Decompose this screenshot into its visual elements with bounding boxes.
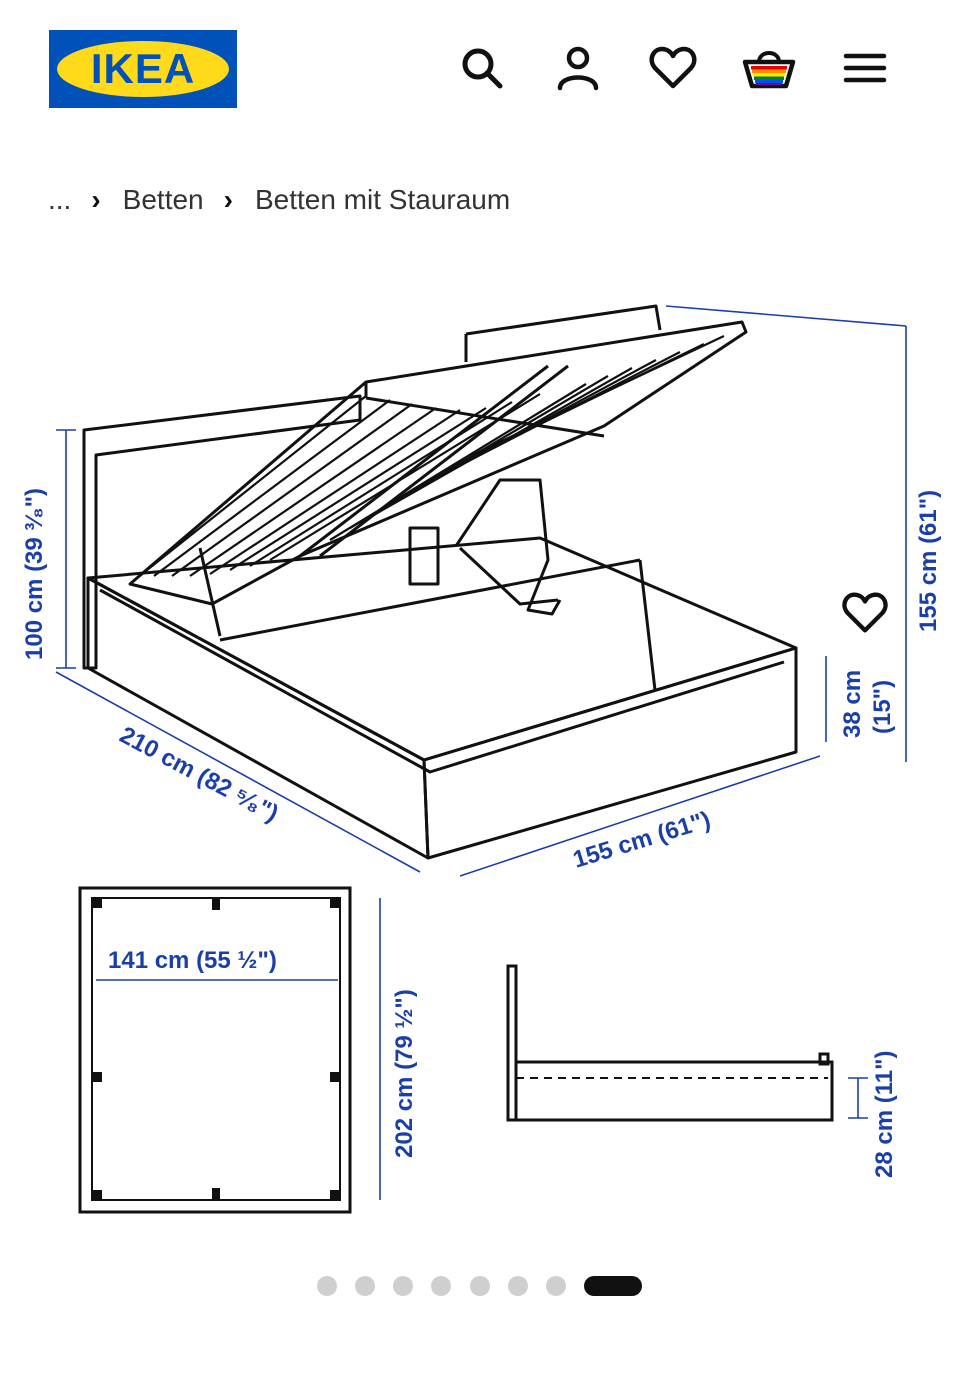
gallery-dot-4[interactable]	[431, 1276, 451, 1296]
dim-open-height: 155 cm (61")	[915, 490, 942, 632]
gallery-dot-5[interactable]	[470, 1276, 490, 1296]
basket-icon[interactable]	[741, 40, 797, 96]
logo-text: IKEA	[90, 45, 196, 92]
search-icon[interactable]	[454, 40, 510, 96]
gallery-dot-1[interactable]	[317, 1276, 337, 1296]
gallery-dot-8-active[interactable]	[584, 1276, 642, 1296]
menu-icon[interactable]	[837, 40, 893, 96]
bed-dimension-drawing: 100 cm (39 ³⁄₈") 210 cm (82 ⁵⁄₈") 155 cm…	[21, 304, 942, 1214]
gallery-dot-7[interactable]	[546, 1276, 566, 1296]
dim-frame-height-cm: 38 cm	[839, 670, 866, 738]
dim-width: 155 cm (61")	[570, 806, 714, 873]
dim-length: 210 cm (82 ⁵⁄₈")	[115, 721, 282, 827]
gallery-pagination	[0, 1272, 960, 1300]
chevron-right-icon: ›	[91, 184, 101, 215]
header: IKEA	[0, 0, 960, 140]
ikea-logo[interactable]: IKEA	[49, 30, 237, 108]
heart-icon[interactable]	[645, 40, 701, 96]
gallery-dot-6[interactable]	[508, 1276, 528, 1296]
breadcrumb-betten[interactable]: Betten	[122, 184, 204, 215]
dim-storage-depth: 28 cm (11")	[871, 1051, 898, 1178]
add-to-favourites-heart-icon[interactable]	[838, 586, 892, 640]
breadcrumb-betten-mit-stauraum[interactable]: Betten mit Stauraum	[254, 184, 511, 215]
dim-frame-height-in: (15")	[869, 680, 896, 734]
chevron-right-icon: ›	[223, 184, 233, 215]
product-image-gallery[interactable]: 100 cm (39 ³⁄₈") 210 cm (82 ⁵⁄₈") 155 cm…	[0, 240, 960, 1250]
account-icon[interactable]	[550, 40, 606, 96]
breadcrumb-ellipsis[interactable]: ...	[48, 184, 72, 215]
dim-inner-length: 202 cm (79 ½")	[391, 989, 418, 1158]
dim-headboard-height: 100 cm (39 ³⁄₈")	[21, 488, 48, 660]
gallery-dot-2[interactable]	[355, 1276, 375, 1296]
dim-inner-width: 141 cm (55 ½")	[108, 947, 277, 974]
breadcrumb: ... › Betten › Betten mit Stauraum	[48, 178, 510, 222]
gallery-dot-3[interactable]	[393, 1276, 413, 1296]
